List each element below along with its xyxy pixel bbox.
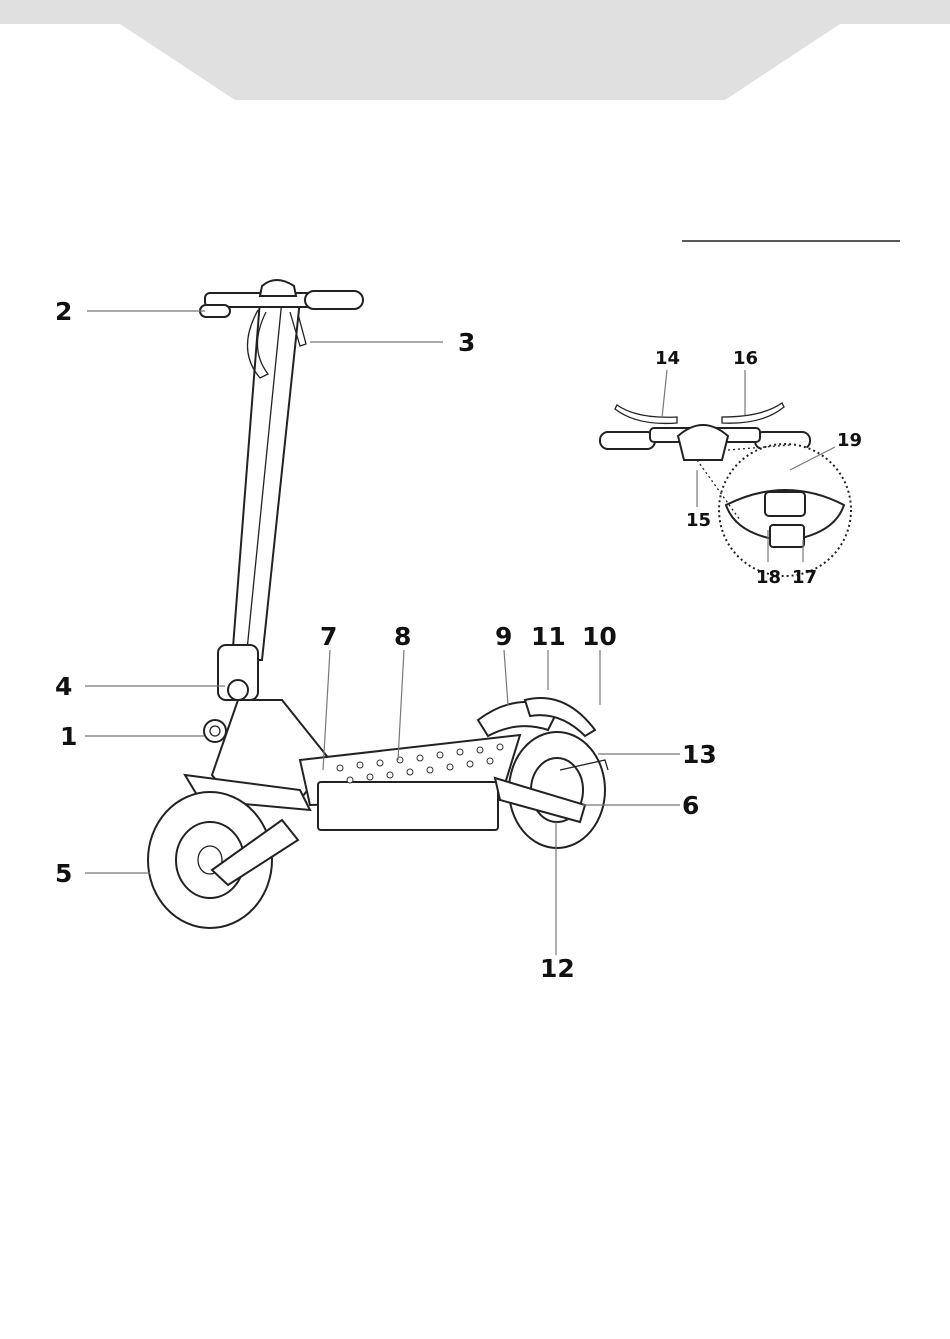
- callout-19: 19: [837, 430, 862, 451]
- callout-13: 13: [682, 740, 717, 769]
- callout-3: 3: [458, 328, 475, 357]
- callout-14: 14: [655, 348, 680, 369]
- callout-12: 12: [540, 954, 575, 983]
- callout-15: 15: [686, 510, 711, 531]
- scooter-illustration: [148, 280, 608, 928]
- callout-1: 1: [60, 722, 77, 751]
- handlebar-detail-illustration: [600, 403, 851, 576]
- callout-10: 10: [582, 622, 617, 651]
- callout-7: 7: [320, 622, 337, 651]
- callout-9: 9: [495, 622, 512, 651]
- header-band: [0, 0, 950, 100]
- callout-4: 4: [55, 672, 72, 701]
- callout-2: 2: [55, 297, 72, 326]
- callout-17: 17: [792, 567, 817, 588]
- callout-18: 18: [756, 567, 781, 588]
- callout-16: 16: [733, 348, 758, 369]
- callout-8: 8: [394, 622, 411, 651]
- callout-6: 6: [682, 791, 699, 820]
- callout-5: 5: [55, 859, 72, 888]
- callout-11: 11: [531, 622, 566, 651]
